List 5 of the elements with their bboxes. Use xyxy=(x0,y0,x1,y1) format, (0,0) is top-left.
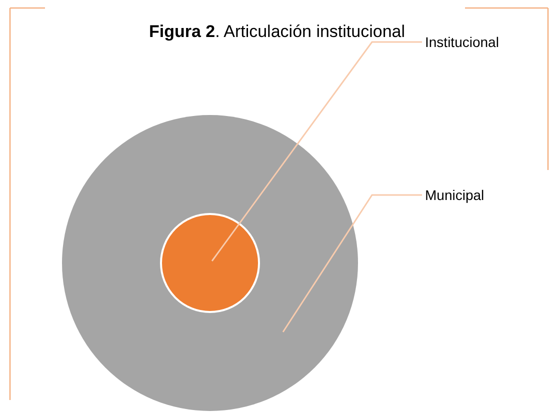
figure-title: Figura 2. Articulación institucional xyxy=(148,22,406,42)
leader-line xyxy=(211,41,422,262)
leader-line xyxy=(282,194,422,332)
callout-label: Municipal xyxy=(425,187,484,203)
callout-label: Institucional xyxy=(425,34,499,50)
